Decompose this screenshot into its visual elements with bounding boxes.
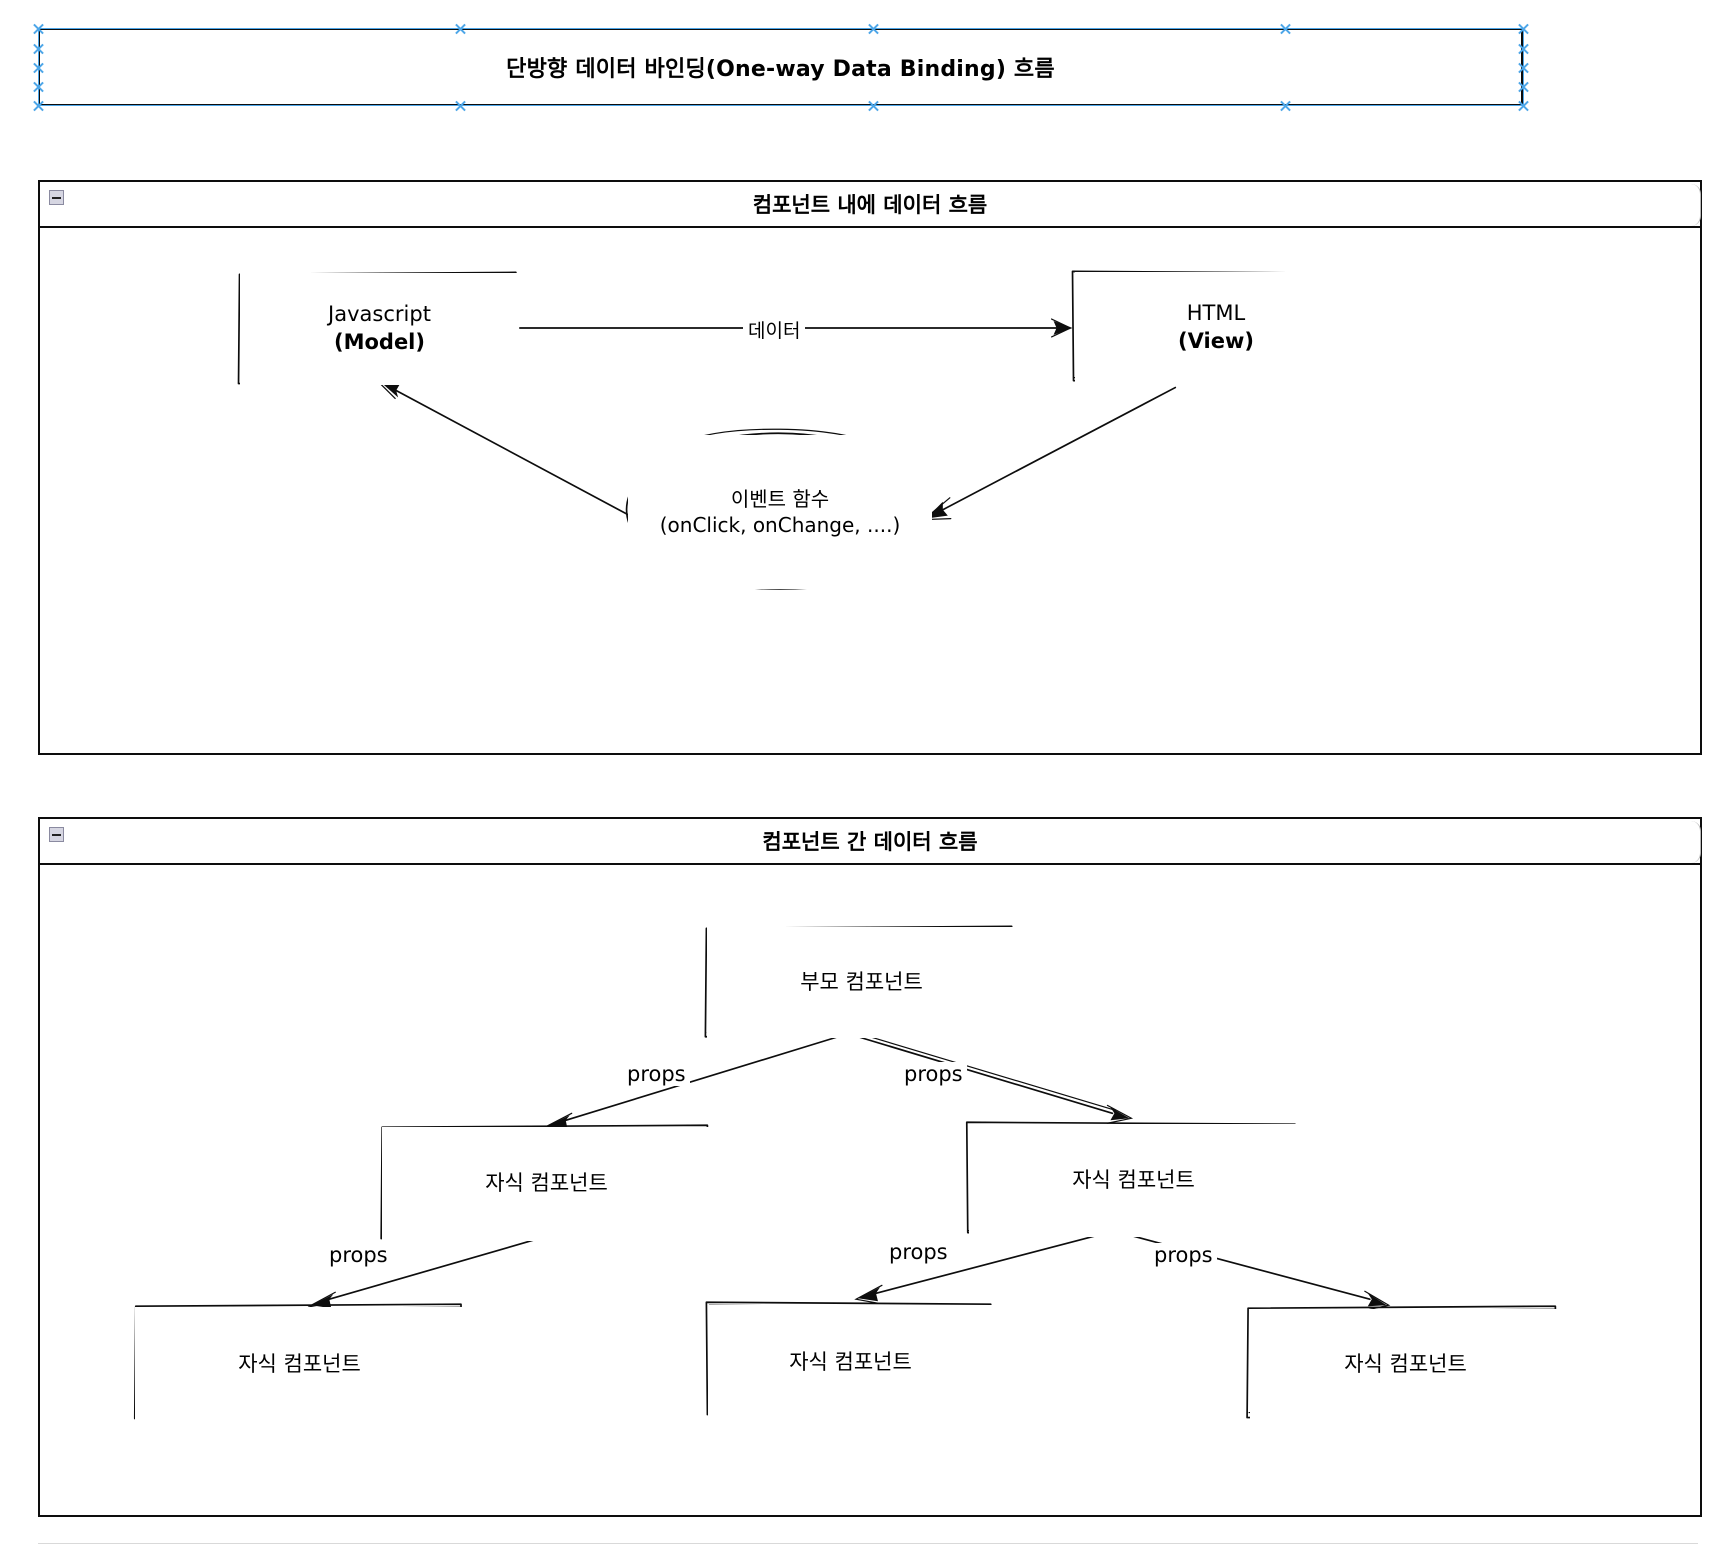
node-child-component-4[interactable]: 자식 컴포넌트	[708, 1305, 993, 1420]
selection-edge-right	[1523, 28, 1524, 106]
section-header-inter[interactable]: 컴포넌트 간 데이터 흐름	[40, 819, 1700, 865]
selection-edge-bottom	[38, 105, 1523, 106]
node-child-component-2[interactable]: 자식 컴포넌트	[969, 1124, 1298, 1237]
node-child-component-1-label: 자식 컴포넌트	[485, 1171, 608, 1196]
minus-icon	[52, 196, 61, 199]
node-html-view[interactable]: HTML (View)	[1075, 272, 1357, 384]
node-html-view-text: HTML (View)	[1178, 300, 1254, 355]
diagram-title-box[interactable]: 단방향 데이터 바인딩(One-way Data Binding) 흐름	[38, 28, 1523, 106]
node-child-component-4-label: 자식 컴포넌트	[789, 1349, 912, 1374]
selection-edge-left	[38, 28, 39, 106]
node-parent-component-label: 부모 컴포넌트	[800, 969, 923, 994]
node-javascript-model-line1: Javascript	[328, 302, 431, 327]
node-event-handler-text: 이벤트 함수 (onClick, onChange, ....)	[660, 486, 901, 539]
node-child-component-5[interactable]: 자식 컴포넌트	[1250, 1309, 1561, 1421]
node-parent-component[interactable]: 부모 컴포넌트	[707, 927, 1016, 1038]
minus-icon	[52, 833, 61, 836]
section-inter-component[interactable]: 컴포넌트 간 데이터 흐름	[38, 817, 1702, 1517]
edge-label-props-2: props	[900, 1062, 967, 1086]
section-title-intra: 컴포넌트 내에 데이터 흐름	[752, 193, 988, 217]
node-event-handler[interactable]: 이벤트 함수 (onClick, onChange, ....)	[628, 435, 932, 589]
node-child-component-2-label: 자식 컴포넌트	[1072, 1167, 1195, 1192]
node-child-component-5-label: 자식 컴포넌트	[1344, 1352, 1467, 1377]
collapse-icon-intra[interactable]	[49, 190, 64, 205]
node-child-component-3-label: 자식 컴포넌트	[238, 1351, 361, 1376]
page-bottom-rule	[38, 1543, 1698, 1544]
selection-edge-top	[38, 28, 1523, 29]
node-event-handler-line1: 이벤트 함수	[730, 486, 830, 511]
section-title-inter: 컴포넌트 간 데이터 흐름	[762, 830, 978, 854]
edge-label-props-3: props	[325, 1243, 392, 1267]
collapse-icon-inter[interactable]	[49, 827, 64, 842]
section-header-intra[interactable]: 컴포넌트 내에 데이터 흐름	[40, 182, 1700, 228]
node-javascript-model-line2: (Model)	[333, 330, 425, 354]
page-title: 단방향 데이터 바인딩(One-way Data Binding) 흐름	[506, 57, 1055, 82]
node-html-view-line1: HTML	[1186, 301, 1246, 326]
node-javascript-model-text: Javascript (Model)	[328, 301, 431, 356]
edge-label-props-4: props	[885, 1240, 952, 1264]
node-javascript-model[interactable]: Javascript (Model)	[240, 273, 519, 385]
node-html-view-line2: (View)	[1178, 329, 1254, 353]
node-event-handler-line2: (onClick, onChange, ....)	[659, 513, 901, 537]
node-child-component-1[interactable]: 자식 컴포넌트	[382, 1127, 711, 1241]
node-child-component-3[interactable]: 자식 컴포넌트	[135, 1307, 464, 1422]
edge-label-props-1: props	[623, 1062, 690, 1086]
edge-label-props-5: props	[1150, 1243, 1217, 1267]
section-intra-component[interactable]: 컴포넌트 내에 데이터 흐름	[38, 180, 1702, 755]
edge-label-data: 데이터	[743, 315, 806, 344]
